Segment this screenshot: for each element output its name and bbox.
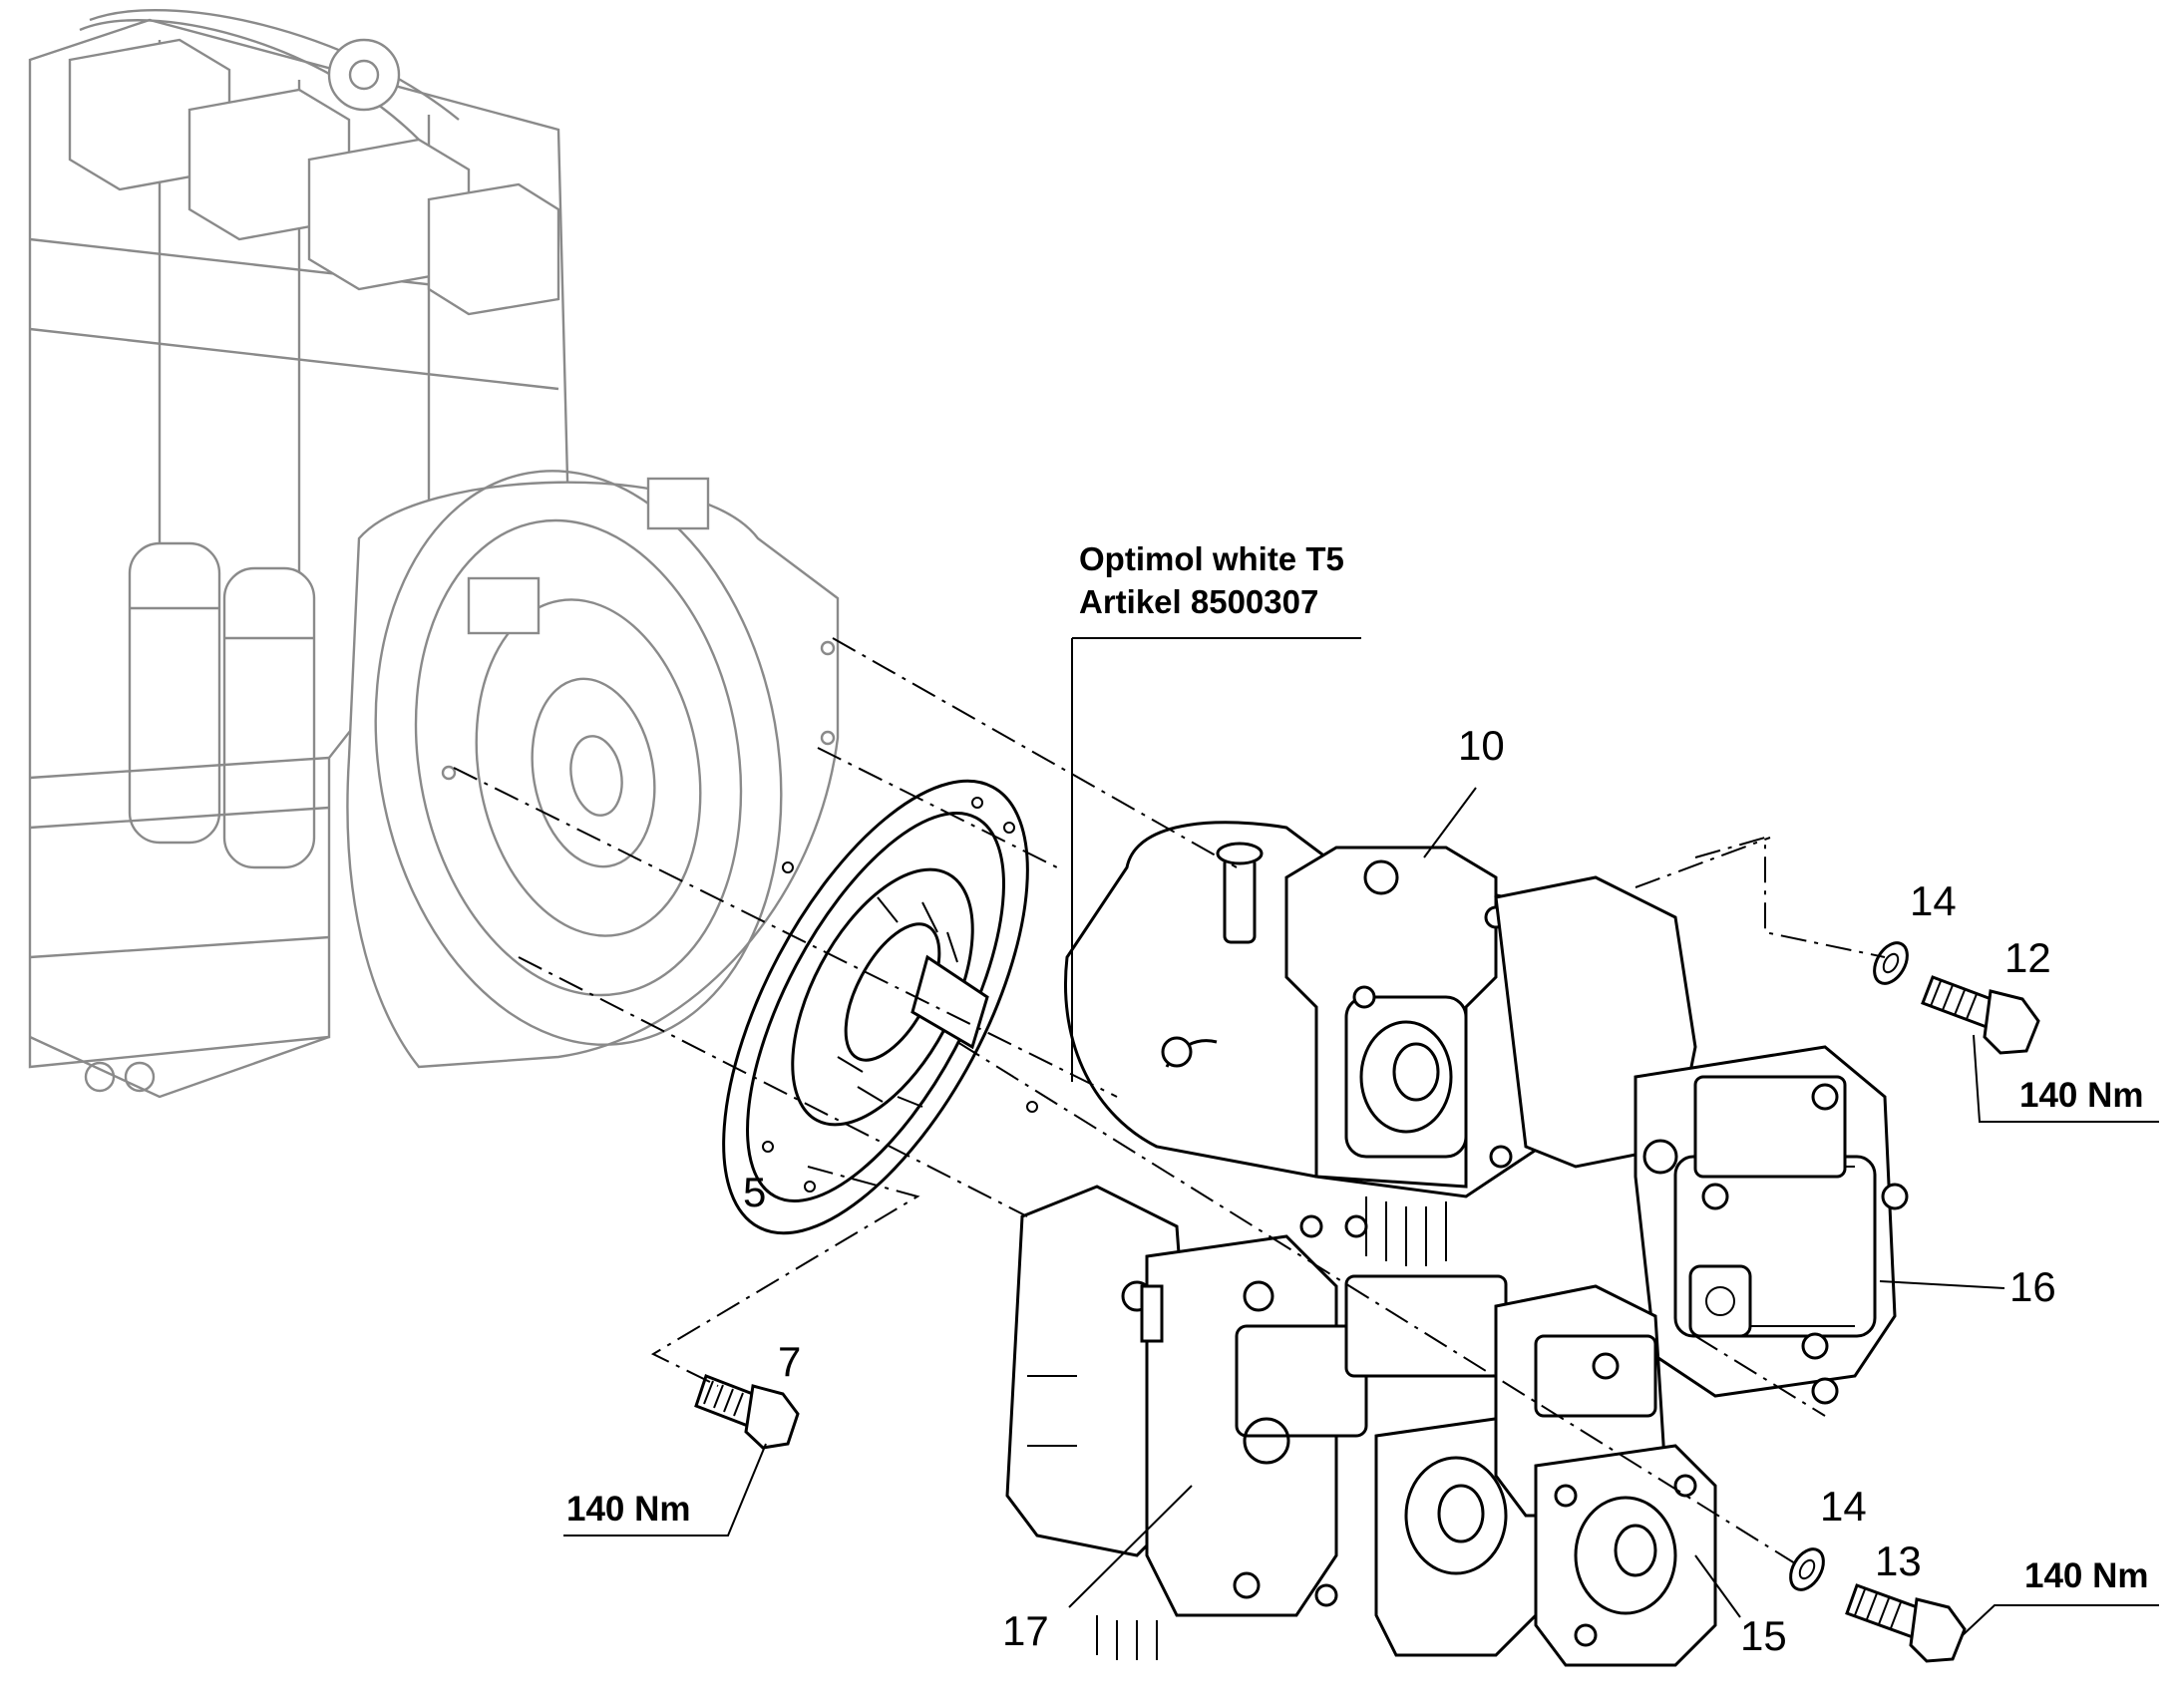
torque-label-bolt-7: 140 Nm bbox=[566, 1490, 691, 1529]
washer-14-lower bbox=[1789, 1547, 1825, 1591]
callout-5: 5 bbox=[743, 1169, 766, 1215]
callout-12: 12 bbox=[2004, 934, 2051, 981]
hydraulic-pump-16 bbox=[1494, 875, 1909, 1405]
lubricant-note-line2: Artikel 8500307 bbox=[1079, 583, 1318, 620]
engine-injector-units bbox=[68, 9, 560, 316]
leader-lines bbox=[563, 637, 2159, 1636]
callout-10: 10 bbox=[1458, 722, 1505, 769]
callout-14-lower: 14 bbox=[1820, 1483, 1867, 1530]
assembly-axis-lines bbox=[453, 637, 1886, 1564]
torque-label-bolt-13: 140 Nm bbox=[2024, 1556, 2149, 1595]
callout-13: 13 bbox=[1875, 1537, 1922, 1584]
lubricant-note-line1: Optimol white T5 bbox=[1079, 540, 1344, 577]
bolt-12 bbox=[1921, 975, 2040, 1055]
engine-block bbox=[28, 9, 570, 1099]
hydraulic-pump-15 bbox=[1494, 1284, 1717, 1667]
pump-drive-gearbox-10 bbox=[1064, 821, 1558, 1266]
callout-17: 17 bbox=[1002, 1607, 1049, 1654]
bolt-13 bbox=[1845, 1583, 1967, 1663]
coupling-disc-5 bbox=[722, 779, 1038, 1235]
callout-15: 15 bbox=[1740, 1612, 1787, 1659]
bolt-7 bbox=[694, 1374, 800, 1450]
callout-7: 7 bbox=[778, 1338, 801, 1385]
torque-label-bolt-12: 140 Nm bbox=[2019, 1076, 2144, 1115]
washer-14-upper bbox=[1873, 941, 1909, 985]
flywheel-housing bbox=[346, 470, 840, 1069]
callout-14-upper: 14 bbox=[1910, 877, 1957, 924]
callout-16: 16 bbox=[2009, 1263, 2056, 1310]
